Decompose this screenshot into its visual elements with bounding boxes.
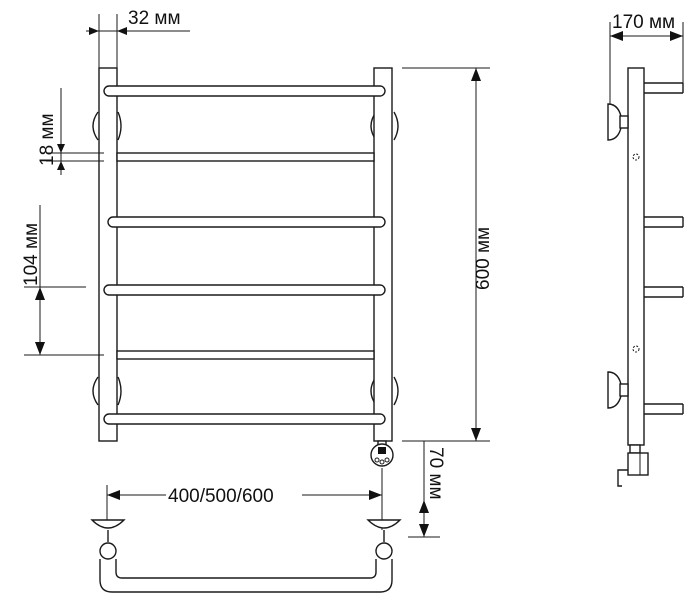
dimension-label-18mm: 18 мм	[37, 113, 58, 166]
connector-fitting	[370, 443, 394, 467]
dimension-18mm: 18 мм	[37, 88, 104, 175]
plan-rail	[99, 559, 393, 593]
top-view	[90, 519, 402, 593]
plan-right-bracket	[366, 519, 402, 529]
plan-left-fitting	[99, 542, 117, 560]
dimension-104mm: 104 мм	[21, 205, 104, 356]
bracket-top-left	[92, 111, 99, 141]
dimension-600mm: 600 мм	[402, 67, 494, 442]
frame-bar-1	[116, 152, 375, 162]
side-valve	[629, 444, 641, 454]
rung-4	[103, 413, 386, 425]
dimension-label-170mm: 170 мм	[612, 12, 675, 33]
dimension-32mm: 32 мм	[86, 8, 190, 68]
dimension-label-104mm: 104 мм	[21, 223, 42, 286]
bracket-bottom-left	[92, 376, 99, 406]
front-view	[92, 67, 399, 467]
frame-bar-2	[116, 350, 375, 360]
plan-right-fitting	[375, 542, 393, 560]
dimension-label-70mm: 70 мм	[425, 447, 446, 500]
dimension-70mm: 70 мм	[402, 440, 446, 538]
rung-3	[103, 284, 386, 296]
dimension-label-600mm: 600 мм	[473, 227, 494, 290]
rung-1	[103, 85, 386, 97]
rung-2	[107, 216, 386, 228]
dimension-label-width: 400/500/600	[168, 486, 274, 507]
dimension-width: 400/500/600	[106, 468, 383, 530]
plan-left-bracket	[90, 519, 126, 529]
side-view	[607, 67, 684, 487]
right-post	[373, 67, 393, 442]
dimension-label-32mm: 32 мм	[128, 8, 181, 29]
side-post	[627, 67, 645, 446]
dimension-170mm: 170 мм	[609, 12, 684, 104]
left-post	[98, 67, 118, 442]
